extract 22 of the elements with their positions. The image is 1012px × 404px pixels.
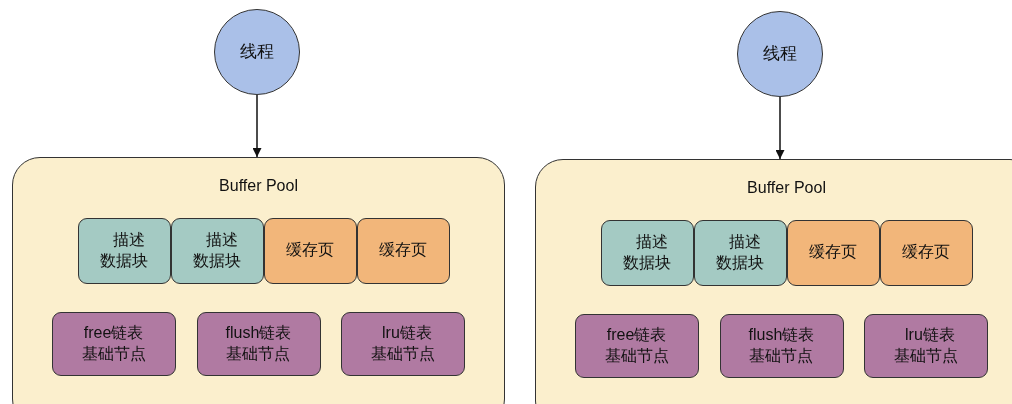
- list-node-block: flush链表基础节点: [196, 311, 321, 376]
- list-node-block: lru链表基础节点: [863, 313, 988, 378]
- arrow: [252, 94, 262, 158]
- list-node-block: free链表基础节点: [574, 313, 699, 378]
- pool-title: Buffer Pool: [747, 179, 826, 197]
- cache-page-block: 缓存页: [786, 219, 880, 286]
- buffer-pool-panel: [535, 159, 1012, 404]
- arrow: [775, 96, 785, 160]
- list-node-block: free链表基础节点: [51, 311, 176, 376]
- pool-title: Buffer Pool: [219, 177, 298, 195]
- descriptor-block: 描述数据块: [170, 217, 264, 284]
- descriptor-block: 描述数据块: [600, 219, 694, 286]
- thread-circle: 线程: [737, 11, 823, 97]
- cache-page-block: 缓存页: [263, 217, 357, 284]
- thread-circle: 线程: [214, 9, 300, 95]
- list-node-block: lru链表基础节点: [340, 311, 465, 376]
- descriptor-block: 描述数据块: [693, 219, 787, 286]
- list-node-block: flush链表基础节点: [719, 313, 844, 378]
- cache-page-block: 缓存页: [356, 217, 450, 284]
- buffer-pool-panel: [12, 157, 505, 404]
- descriptor-block: 描述数据块: [77, 217, 171, 284]
- cache-page-block: 缓存页: [879, 219, 973, 286]
